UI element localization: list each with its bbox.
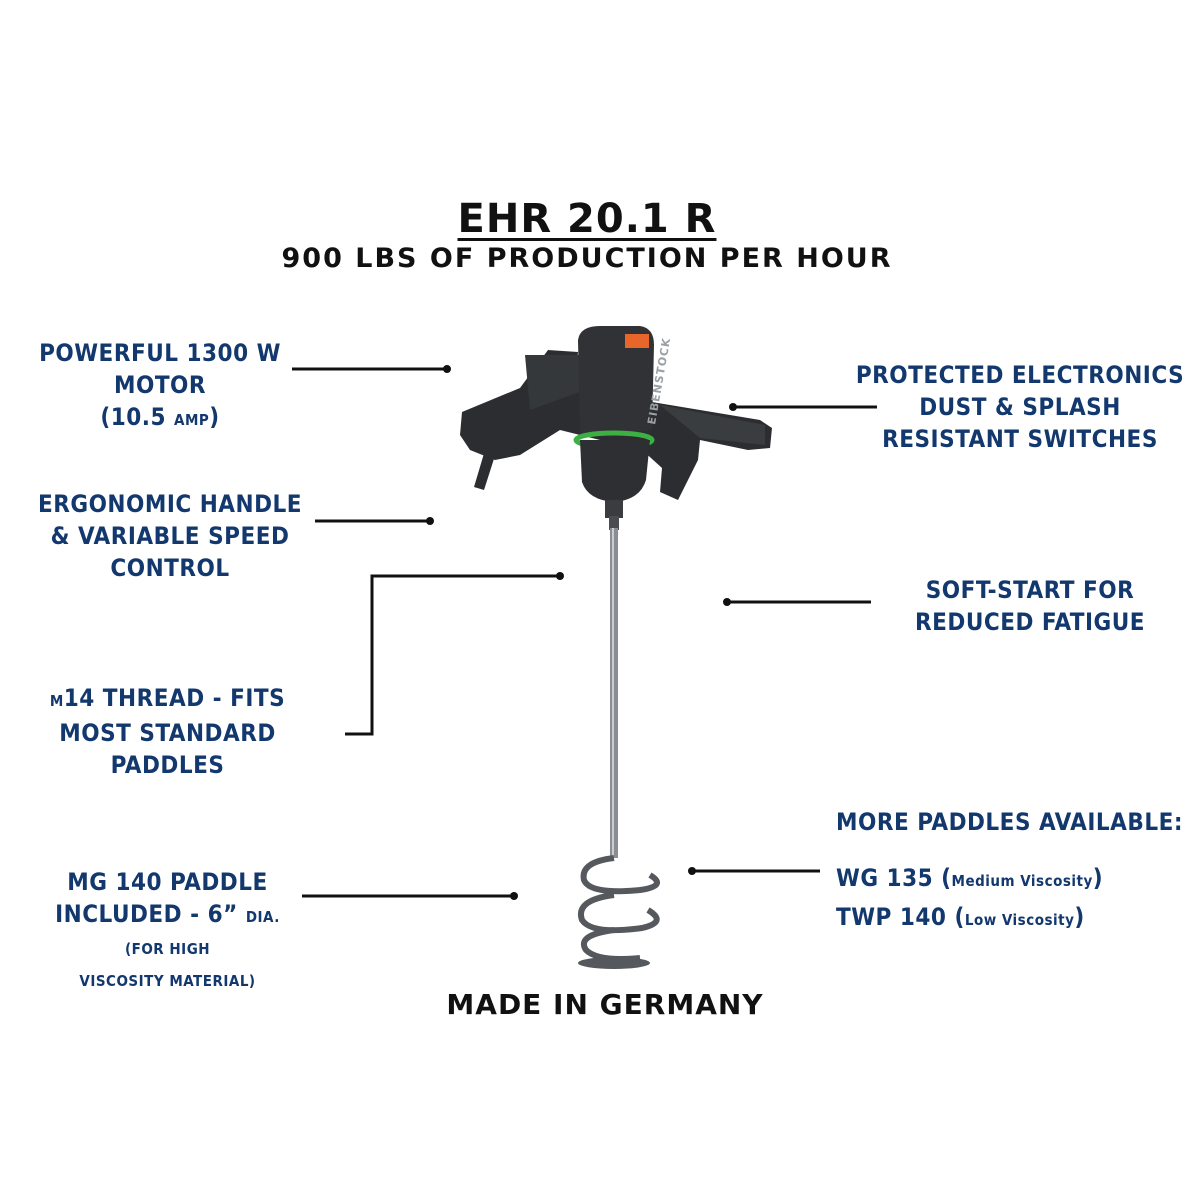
- motor-housing: [578, 326, 654, 438]
- product-subtitle: 900 LBS OF PRODUCTION PER HOUR: [281, 243, 893, 274]
- feature-thread: M14 THREAD - FITS MOST STANDARD PADDLES: [49, 684, 286, 779]
- brand-badge: [625, 334, 649, 348]
- feature-motor: POWERFUL 1300 W MOTOR (10.5 AMP): [39, 339, 281, 431]
- gear-housing: [580, 440, 650, 502]
- callout-thread: [345, 574, 560, 736]
- callout-lines: [292, 365, 877, 900]
- feature-more-paddles: MORE PADDLES AVAILABLE: WG 135 (Medium V…: [836, 808, 1183, 931]
- feature-electronics: PROTECTED ELECTRONICS DUST & SPLASH RESI…: [855, 361, 1185, 453]
- feature-paddle: MG 140 PADDLE INCLUDED - 6” DIA. (FOR HI…: [55, 868, 280, 990]
- paddle-base: [578, 957, 650, 969]
- mg140-paddle: [577, 855, 661, 962]
- mixer-drill: EIBENSTOCK: [460, 326, 772, 969]
- side-grip: [474, 440, 500, 490]
- made-in-germany: MADE IN GERMANY: [446, 988, 764, 1021]
- feature-handle: ERGONOMIC HANDLE & VARIABLE SPEED CONTRO…: [37, 490, 303, 582]
- product-title: EHR 20.1 R: [457, 196, 717, 242]
- feature-softstart: SOFT-START FOR REDUCED FATIGUE: [915, 576, 1145, 636]
